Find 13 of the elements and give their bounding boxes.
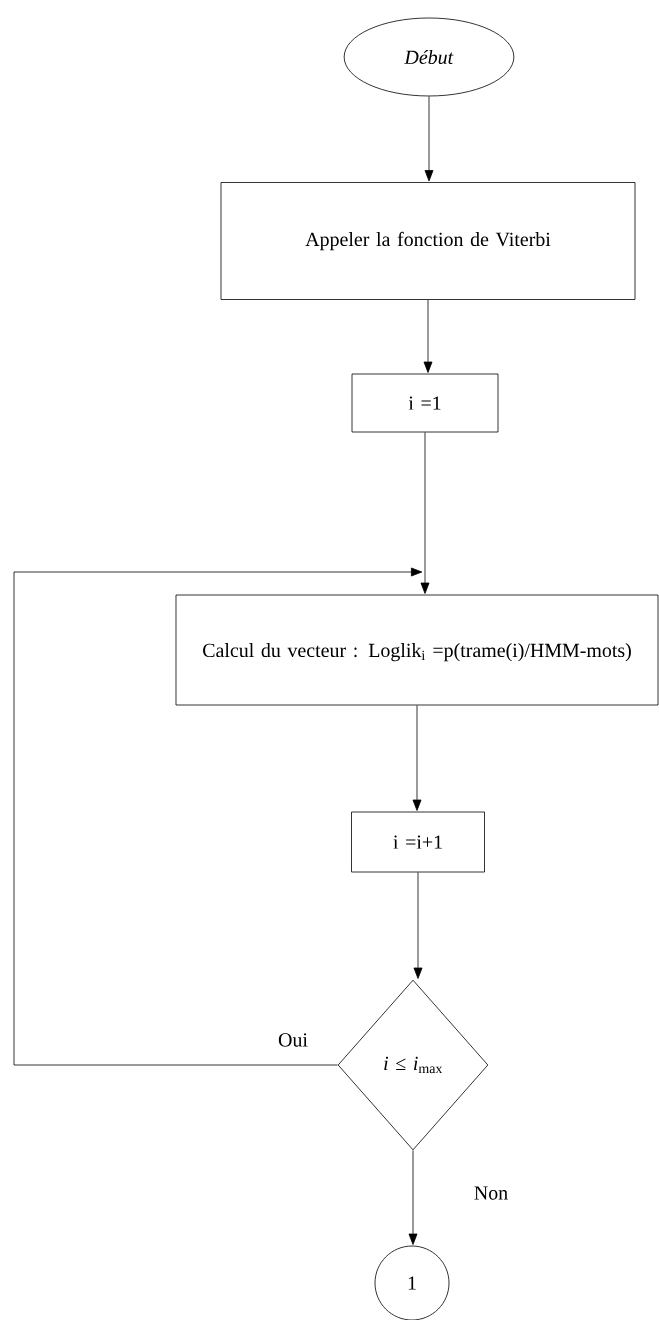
arrow xyxy=(420,432,430,594)
process-box: Calcul du vecteur : Loglik$_{i}$ =p(trame(i)/HMM-mots) xyxy=(175,594,659,706)
edge-label: Oui xyxy=(277,1032,309,1048)
process-box: i =i+1 xyxy=(351,811,485,873)
process-box: Appeler la fonction de Viterbi xyxy=(220,182,636,300)
arrow xyxy=(13,567,423,1066)
edge-label: Non xyxy=(472,1185,510,1201)
arrow xyxy=(408,1150,418,1245)
arrow xyxy=(424,96,434,182)
process-box: i =1 xyxy=(351,373,499,433)
arrow xyxy=(413,872,423,979)
arrow xyxy=(423,299,433,373)
arrow xyxy=(412,705,422,811)
